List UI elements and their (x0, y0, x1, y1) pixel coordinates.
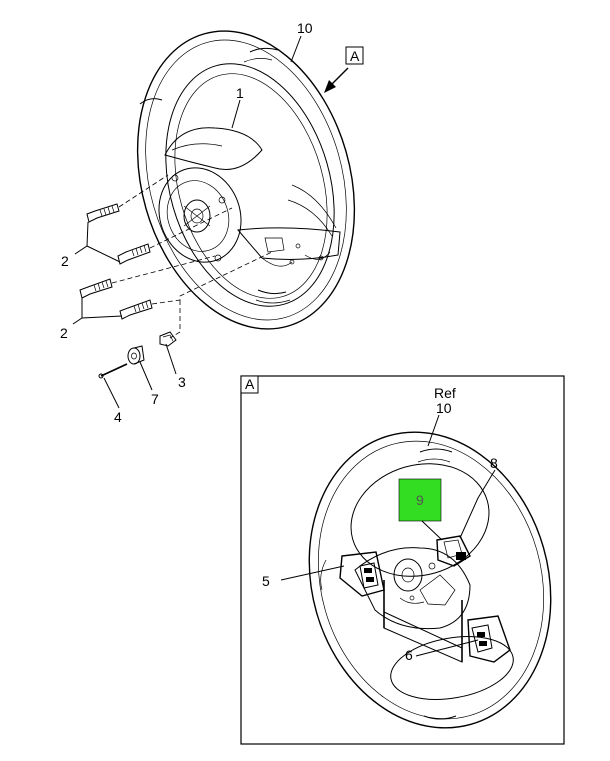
horn-switch-part (436, 535, 471, 567)
callout-4-screw: 4 (114, 409, 122, 425)
callout-3-nut: 3 (178, 374, 186, 390)
callout-1-pad: 1 (236, 85, 244, 101)
ref-label: Ref (434, 385, 456, 401)
callout-8-switch: 8 (490, 455, 498, 471)
callout-2-lower-bolts: 2 (60, 325, 68, 341)
bolt-upper-1 (86, 203, 120, 223)
callout-7-spacer: 7 (151, 391, 159, 407)
dashed-leader-lines (111, 174, 273, 339)
view-a-label-top: A (350, 48, 360, 64)
highlight-box-9 (398, 478, 442, 522)
steering-wheel-main (136, 30, 356, 330)
view-a-label-box: A (245, 376, 255, 392)
callout-9-highlight: 9 (416, 492, 424, 508)
view-a-arrow (324, 46, 364, 93)
detail-view-a-frame (240, 375, 565, 745)
steering-wheel-detail (308, 431, 552, 729)
callout-5-left-pod: 5 (262, 573, 270, 589)
bolt-lower-1 (79, 278, 113, 299)
right-switch-pod (467, 615, 511, 663)
callout-6-right-pod: 6 (405, 647, 413, 663)
left-switch-pod (339, 551, 385, 597)
bolt-upper-2 (117, 243, 151, 265)
leader-lines-detail (280, 414, 496, 657)
callout-10-ref: 10 (436, 400, 452, 416)
screw-part (98, 363, 128, 379)
leader-lines-top (72, 35, 302, 409)
callout-10-main: 10 (297, 20, 313, 36)
nut-part (159, 331, 177, 347)
callout-2-upper-bolts: 2 (61, 253, 69, 269)
bolt-lower-2 (119, 299, 153, 320)
spacer-part (127, 345, 145, 365)
